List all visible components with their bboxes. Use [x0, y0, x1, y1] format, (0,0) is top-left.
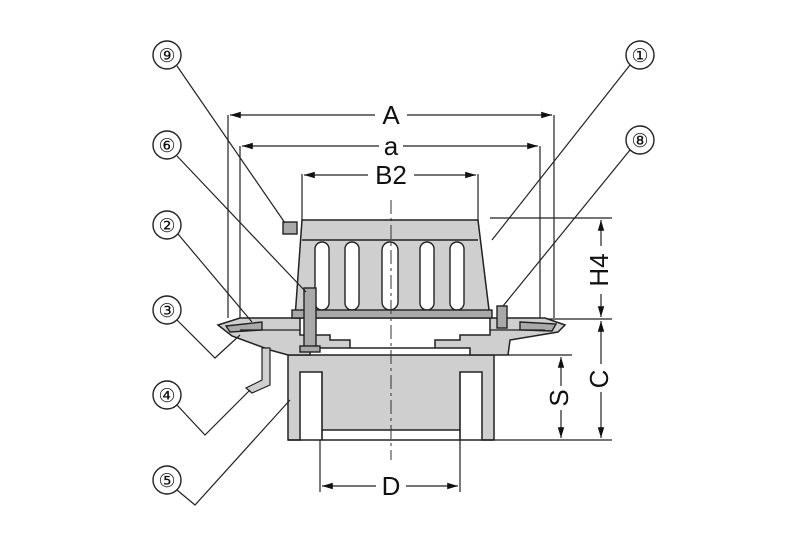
dimension-B2: B2 [304, 160, 476, 190]
callout-8: ⑧ [502, 125, 655, 307]
dimension-D-label: D [382, 471, 401, 501]
dimension-A: A [230, 100, 552, 130]
dimension-a-label: a [384, 131, 399, 161]
callouts: ① ⑧ ⑨ ⑥ ② ③ ④ [152, 40, 655, 506]
extension-lines [227, 115, 612, 492]
dimension-a: a [242, 131, 538, 161]
dimensions: A a B2 H4 C S D [230, 100, 614, 501]
dimension-C: C [584, 321, 614, 438]
callout-2-label: ② [158, 216, 175, 237]
callout-5: ⑤ [152, 399, 291, 506]
callout-1: ① [491, 40, 655, 241]
callout-1-label: ① [631, 46, 648, 67]
dome-strainer [291, 219, 493, 319]
callout-9-label: ⑨ [158, 46, 175, 67]
dimension-S: S [544, 357, 574, 438]
callout-8-label: ⑧ [631, 131, 648, 152]
dimension-B2-label: B2 [375, 160, 407, 190]
callout-2: ② [152, 210, 253, 323]
callout-6-label: ⑥ [158, 136, 175, 157]
dimension-S-label: S [544, 389, 574, 406]
callout-4-label: ④ [158, 386, 175, 407]
drain-body [287, 354, 495, 441]
callout-6: ⑥ [152, 130, 307, 293]
strainer-slots [314, 241, 465, 311]
dimension-D: D [322, 471, 458, 501]
callout-9: ⑨ [152, 40, 286, 224]
callout-3: ③ [152, 295, 241, 359]
callout-4: ④ [152, 380, 251, 436]
dimension-A-label: A [382, 100, 400, 130]
dimension-C-label: C [584, 370, 614, 389]
dimension-H4-label: H4 [584, 253, 614, 286]
dimension-H4: H4 [584, 220, 614, 317]
bolts [244, 221, 508, 394]
callout-3-label: ③ [158, 301, 175, 322]
callout-5-label: ⑤ [158, 471, 175, 492]
